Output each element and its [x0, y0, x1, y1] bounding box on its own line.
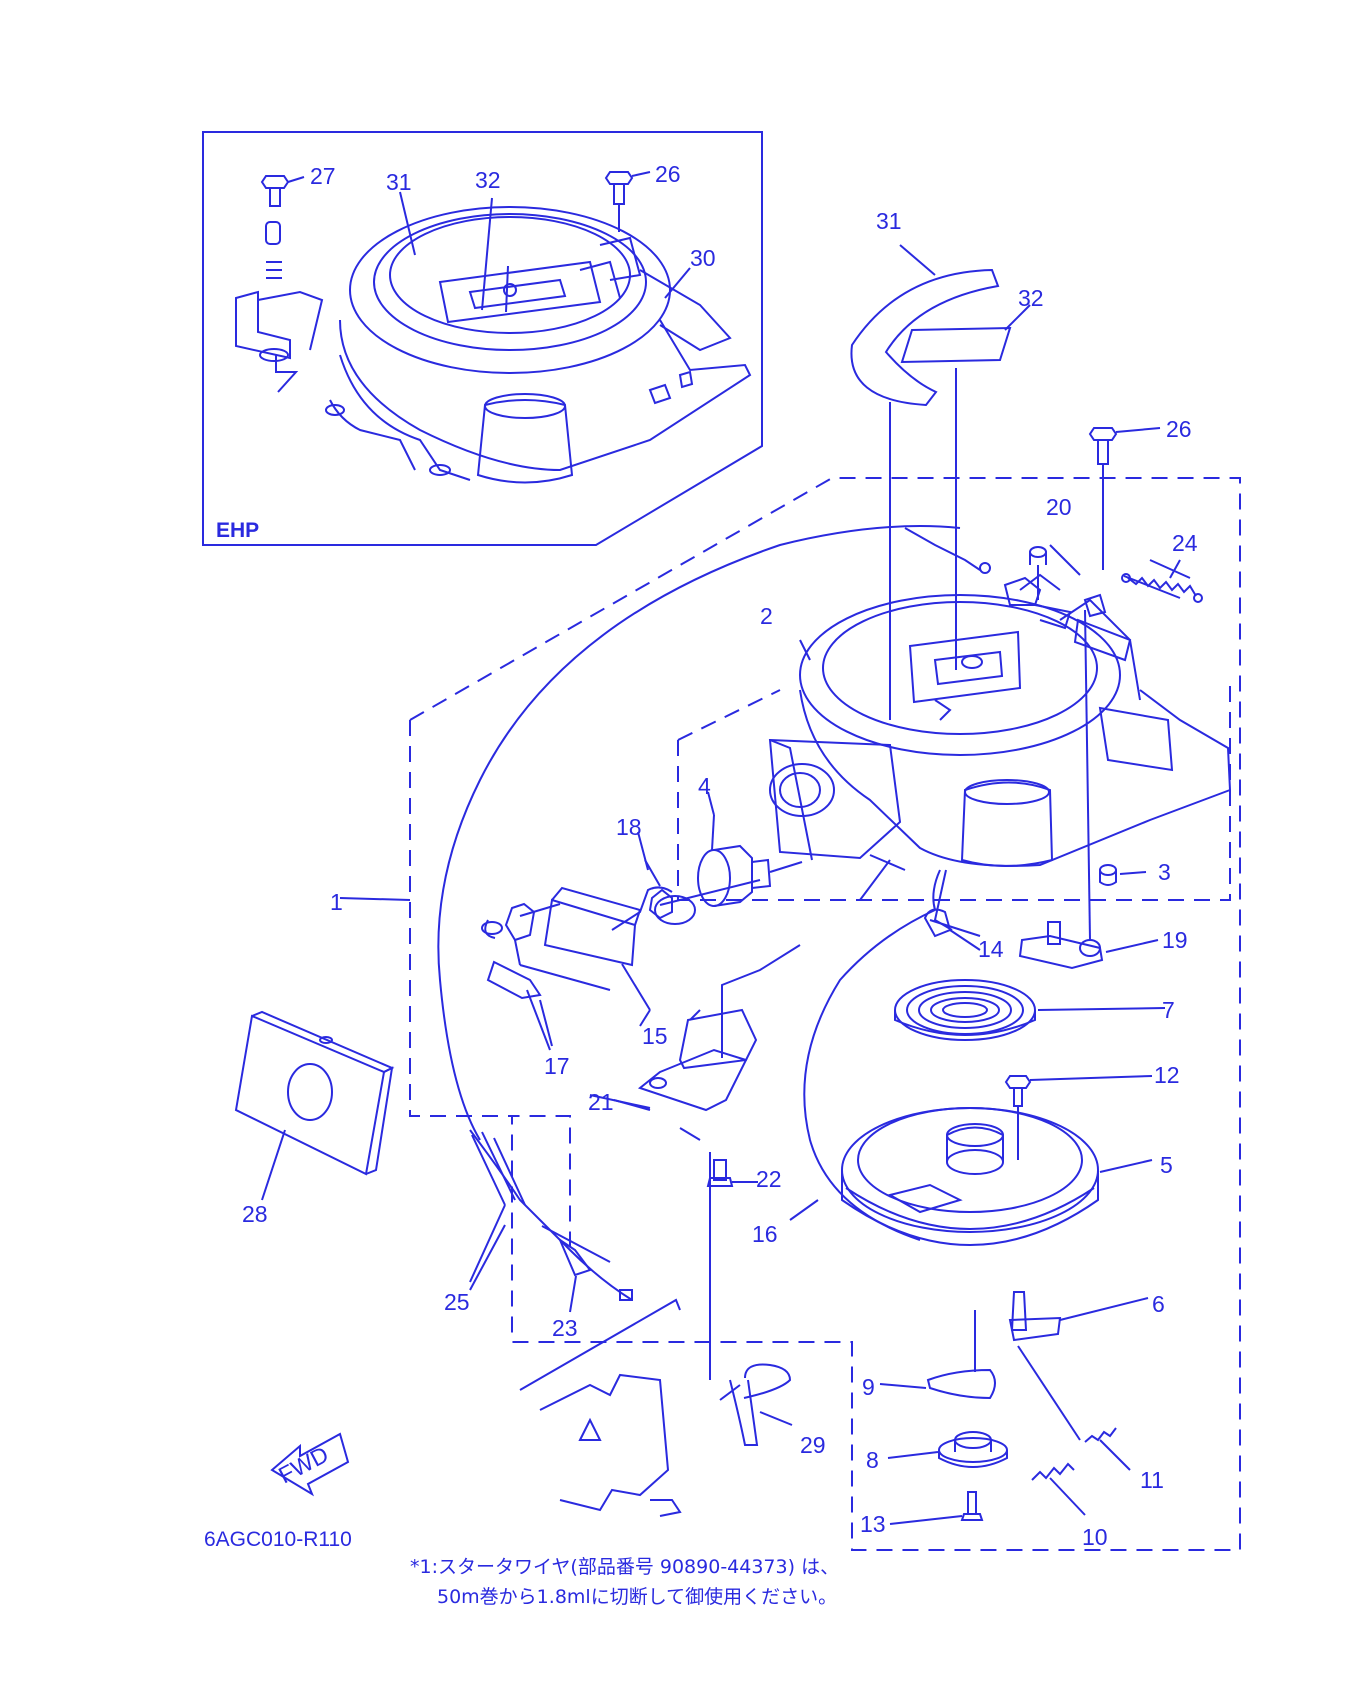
callout-p25: 25 — [444, 1289, 470, 1315]
callout-p10: 10 — [1082, 1524, 1108, 1550]
callout-p3: 3 — [1158, 859, 1171, 885]
callout-p16: 16 — [752, 1221, 778, 1247]
inset-leader-31 — [399, 191, 416, 256]
callout-p23: 23 — [552, 1315, 578, 1341]
grommet-18-part — [644, 859, 761, 920]
leader-2 — [799, 639, 811, 661]
inset-starter-assembly — [325, 206, 752, 484]
starter-wire-note: *1:スタータワイヤ(部品番号 90890-44373) は、 50m巻から1.… — [410, 1552, 839, 1612]
callout-p1: 1 — [330, 889, 343, 915]
plate-28-part — [234, 1010, 395, 1201]
inset-leader-30 — [664, 267, 691, 299]
bolt-22-part — [706, 1159, 758, 1187]
note-line-2: 50m巻から1.8mlに切断して御使用ください。 — [437, 1586, 838, 1608]
bolt-26-part — [1088, 427, 1161, 570]
spiral-spring-7-part — [894, 979, 1166, 1041]
callout-p5: 5 — [1160, 1152, 1173, 1178]
spring-10-part — [1031, 1462, 1086, 1516]
callout-p7: 7 — [1162, 997, 1175, 1023]
leader-17 — [539, 999, 553, 1047]
callout-p31: 31 — [876, 208, 902, 234]
callout-p9: 9 — [862, 1374, 875, 1400]
callout-p2: 2 — [760, 603, 773, 629]
inset-bolt-27 — [260, 175, 305, 207]
lower-bracket-part — [519, 1298, 682, 1517]
callout-inset-30: 30 — [690, 245, 716, 271]
leader-18 — [637, 831, 649, 871]
cable-25-part — [437, 525, 991, 1301]
assembly-group-outlines — [409, 477, 1241, 1551]
collar-20-part — [1029, 544, 1081, 600]
callout-p4: 4 — [698, 773, 711, 799]
callout-p19: 19 — [1162, 927, 1188, 953]
leader-9 — [879, 1383, 927, 1389]
inset-bracket — [235, 221, 324, 393]
starter-case-assembly — [768, 573, 1232, 901]
callout-inset-26: 26 — [655, 161, 681, 187]
callout-p17: 17 — [544, 1053, 570, 1079]
bolt-12-part — [1004, 1075, 1153, 1160]
leader-23 — [569, 1275, 577, 1313]
leader-31 — [899, 244, 936, 276]
fwd-label: FWD — [274, 1441, 332, 1489]
handle-15-part — [519, 886, 696, 1011]
callout-p13: 13 — [860, 1511, 886, 1537]
fwd-arrow — [270, 1432, 350, 1497]
cap-3-part — [1099, 864, 1147, 886]
boot-4-part — [697, 814, 803, 907]
callout-p21: 21 — [588, 1089, 614, 1115]
callout-p22: 22 — [756, 1166, 782, 1192]
plate-8-part — [887, 1431, 1008, 1468]
note-line-1: *1:スタータワイヤ(部品番号 90890-44373) は、 — [410, 1556, 840, 1578]
bolt-13-part — [889, 1491, 984, 1525]
callout-p20: 20 — [1046, 494, 1072, 520]
drum-5-part — [841, 1107, 1153, 1246]
callout-p11: 11 — [1140, 1467, 1164, 1493]
plate-32-part — [900, 326, 1012, 364]
inset-frame — [202, 131, 763, 546]
leader-14 — [929, 919, 981, 937]
callout-inset-32: 32 — [475, 167, 501, 193]
wire-29-part — [709, 1152, 793, 1446]
linkage-17-part — [481, 902, 611, 1051]
callout-p24: 24 — [1172, 530, 1198, 556]
callout-p6: 6 — [1152, 1291, 1165, 1317]
leader-32 — [1004, 304, 1031, 331]
callout-p28: 28 — [242, 1201, 268, 1227]
callout-p18: 18 — [616, 814, 642, 840]
callout-inset-27: 27 — [310, 163, 336, 189]
bracket-21-part — [589, 944, 801, 1141]
callout-p15: 15 — [642, 1023, 668, 1049]
inset-bolt-26 — [604, 171, 651, 232]
diagram-code: 6AGC010-R110 — [204, 1528, 352, 1551]
inset-leader-32 — [481, 197, 493, 311]
decal-31-part — [850, 268, 1000, 407]
callout-p8: 8 — [866, 1447, 879, 1473]
leader-15 — [639, 1009, 651, 1027]
pawl-6-part — [1008, 1291, 1149, 1342]
callout-p29: 29 — [800, 1432, 826, 1458]
callout-p26: 26 — [1166, 416, 1192, 442]
rope-16-part — [789, 869, 981, 1241]
holder-23-part — [557, 1237, 592, 1277]
callout-p14: 14 — [978, 936, 1004, 962]
callout-p32: 32 — [1018, 285, 1044, 311]
inset-ehp-label: EHP — [216, 519, 259, 542]
leader-4 — [707, 791, 715, 816]
leader-21 — [613, 1099, 651, 1111]
callout-p12: 12 — [1154, 1062, 1180, 1088]
spring-11-part — [1017, 1345, 1131, 1471]
spring-24-part — [1121, 559, 1203, 603]
leader-25 — [469, 1204, 506, 1283]
plunger-19-part — [1018, 609, 1159, 970]
guide-9-part — [926, 1368, 996, 1400]
leader-1 — [339, 897, 411, 901]
callout-inset-31: 31 — [386, 169, 412, 195]
